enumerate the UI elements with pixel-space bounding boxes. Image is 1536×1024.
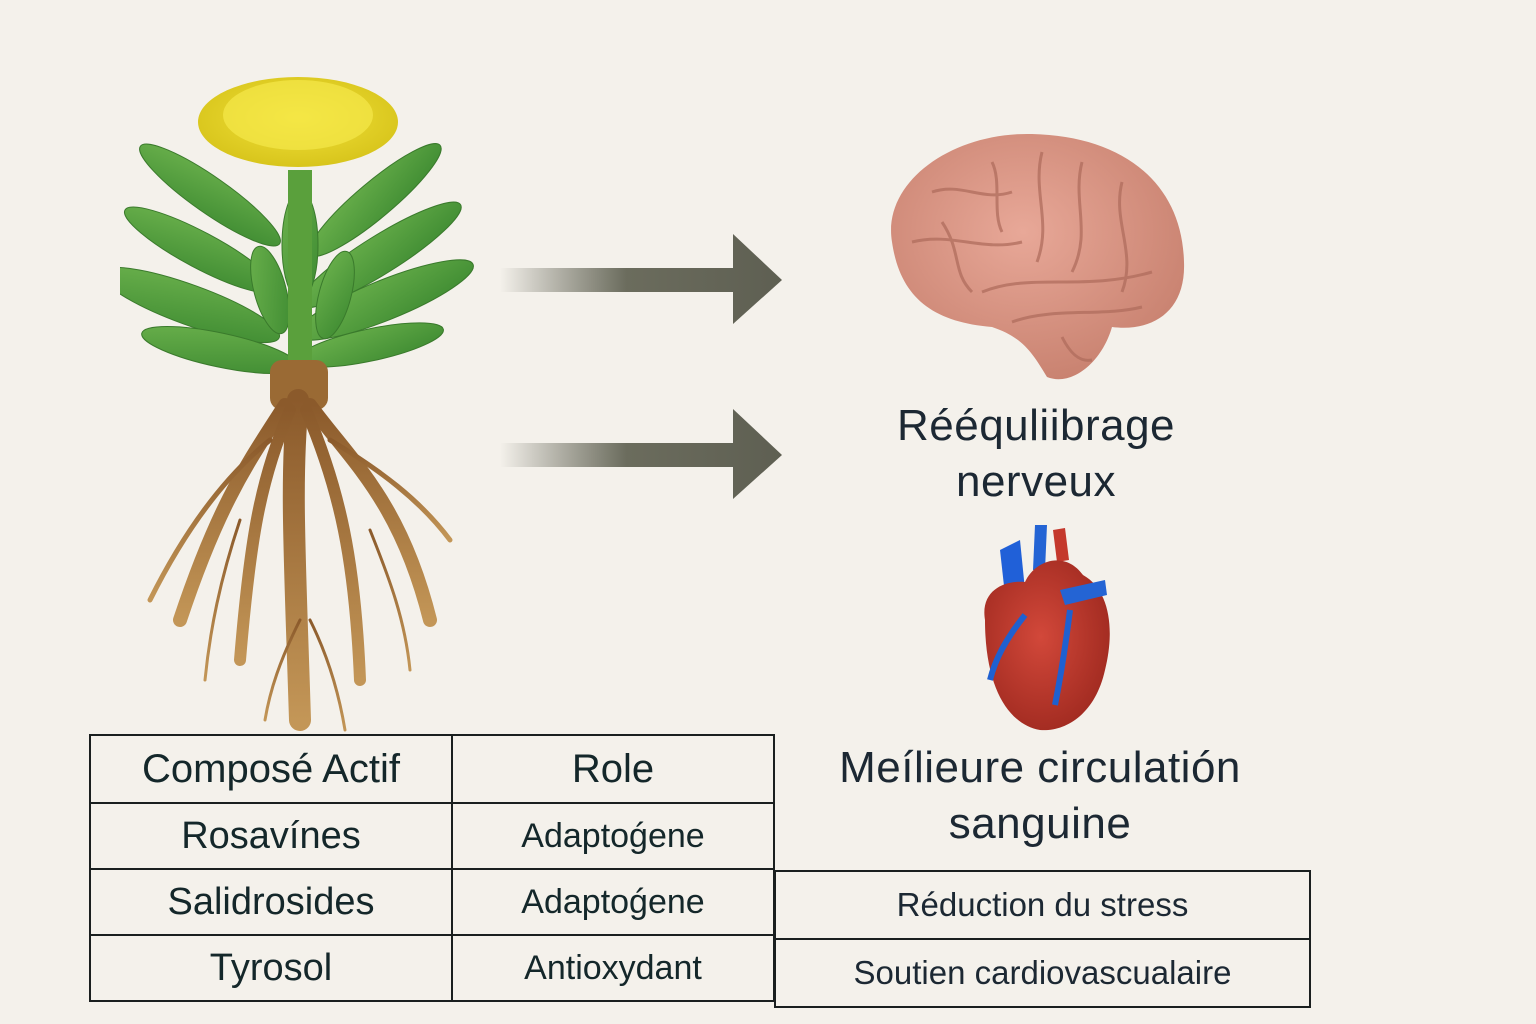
- effect-cell: Soutien cardiovascualaire: [774, 938, 1311, 1008]
- brain-illustration: [891, 133, 1185, 380]
- table-row: Salidrosides Adaptoǵene: [89, 868, 775, 936]
- arrow-to-heart: [500, 409, 782, 499]
- table-row: Rosavínes Adaptoǵene: [89, 802, 775, 870]
- compound-cell: Rosavínes: [89, 802, 453, 870]
- compounds-table: Composé Actif Role Rosavínes Adaptoǵene …: [89, 734, 775, 1002]
- arrow-to-brain: [500, 234, 782, 324]
- flower-head: [198, 77, 398, 167]
- header-role: Role: [451, 734, 775, 804]
- role-cell: Antioxydant: [451, 934, 775, 1002]
- heart-effect-label: Meílieure circulatión sanguine: [800, 740, 1280, 852]
- table-header-row: Composé Actif Role: [89, 734, 775, 804]
- compound-cell: Tyrosol: [89, 934, 453, 1002]
- roots: [147, 360, 453, 732]
- brain-effect-line2: nerveux: [955, 457, 1117, 506]
- rhodiola-plant-illustration: [120, 77, 474, 732]
- header-compound: Composé Actif: [89, 734, 453, 804]
- heart-effect-line2: sanguine: [948, 799, 1132, 848]
- role-cell: Adaptoǵene: [451, 868, 775, 936]
- table-row: Réduction du stress: [774, 870, 1311, 940]
- stem: [288, 170, 312, 370]
- heart-effect-line1: Meílieure circulatión: [839, 743, 1241, 792]
- heart-illustration: [984, 525, 1110, 731]
- table-row: Tyrosol Antioxydant: [89, 934, 775, 1002]
- brain-effect-label: Rééquliibrage nerveux: [836, 398, 1236, 510]
- effect-cell: Réduction du stress: [774, 870, 1311, 940]
- brain-effect-line1: Rééquliibrage: [896, 401, 1176, 450]
- compound-cell: Salidrosides: [89, 868, 453, 936]
- table-row: Soutien cardiovascualaire: [774, 938, 1311, 1008]
- effects-table: Réduction du stress Soutien cardiovascua…: [774, 870, 1311, 1008]
- role-cell: Adaptoǵene: [451, 802, 775, 870]
